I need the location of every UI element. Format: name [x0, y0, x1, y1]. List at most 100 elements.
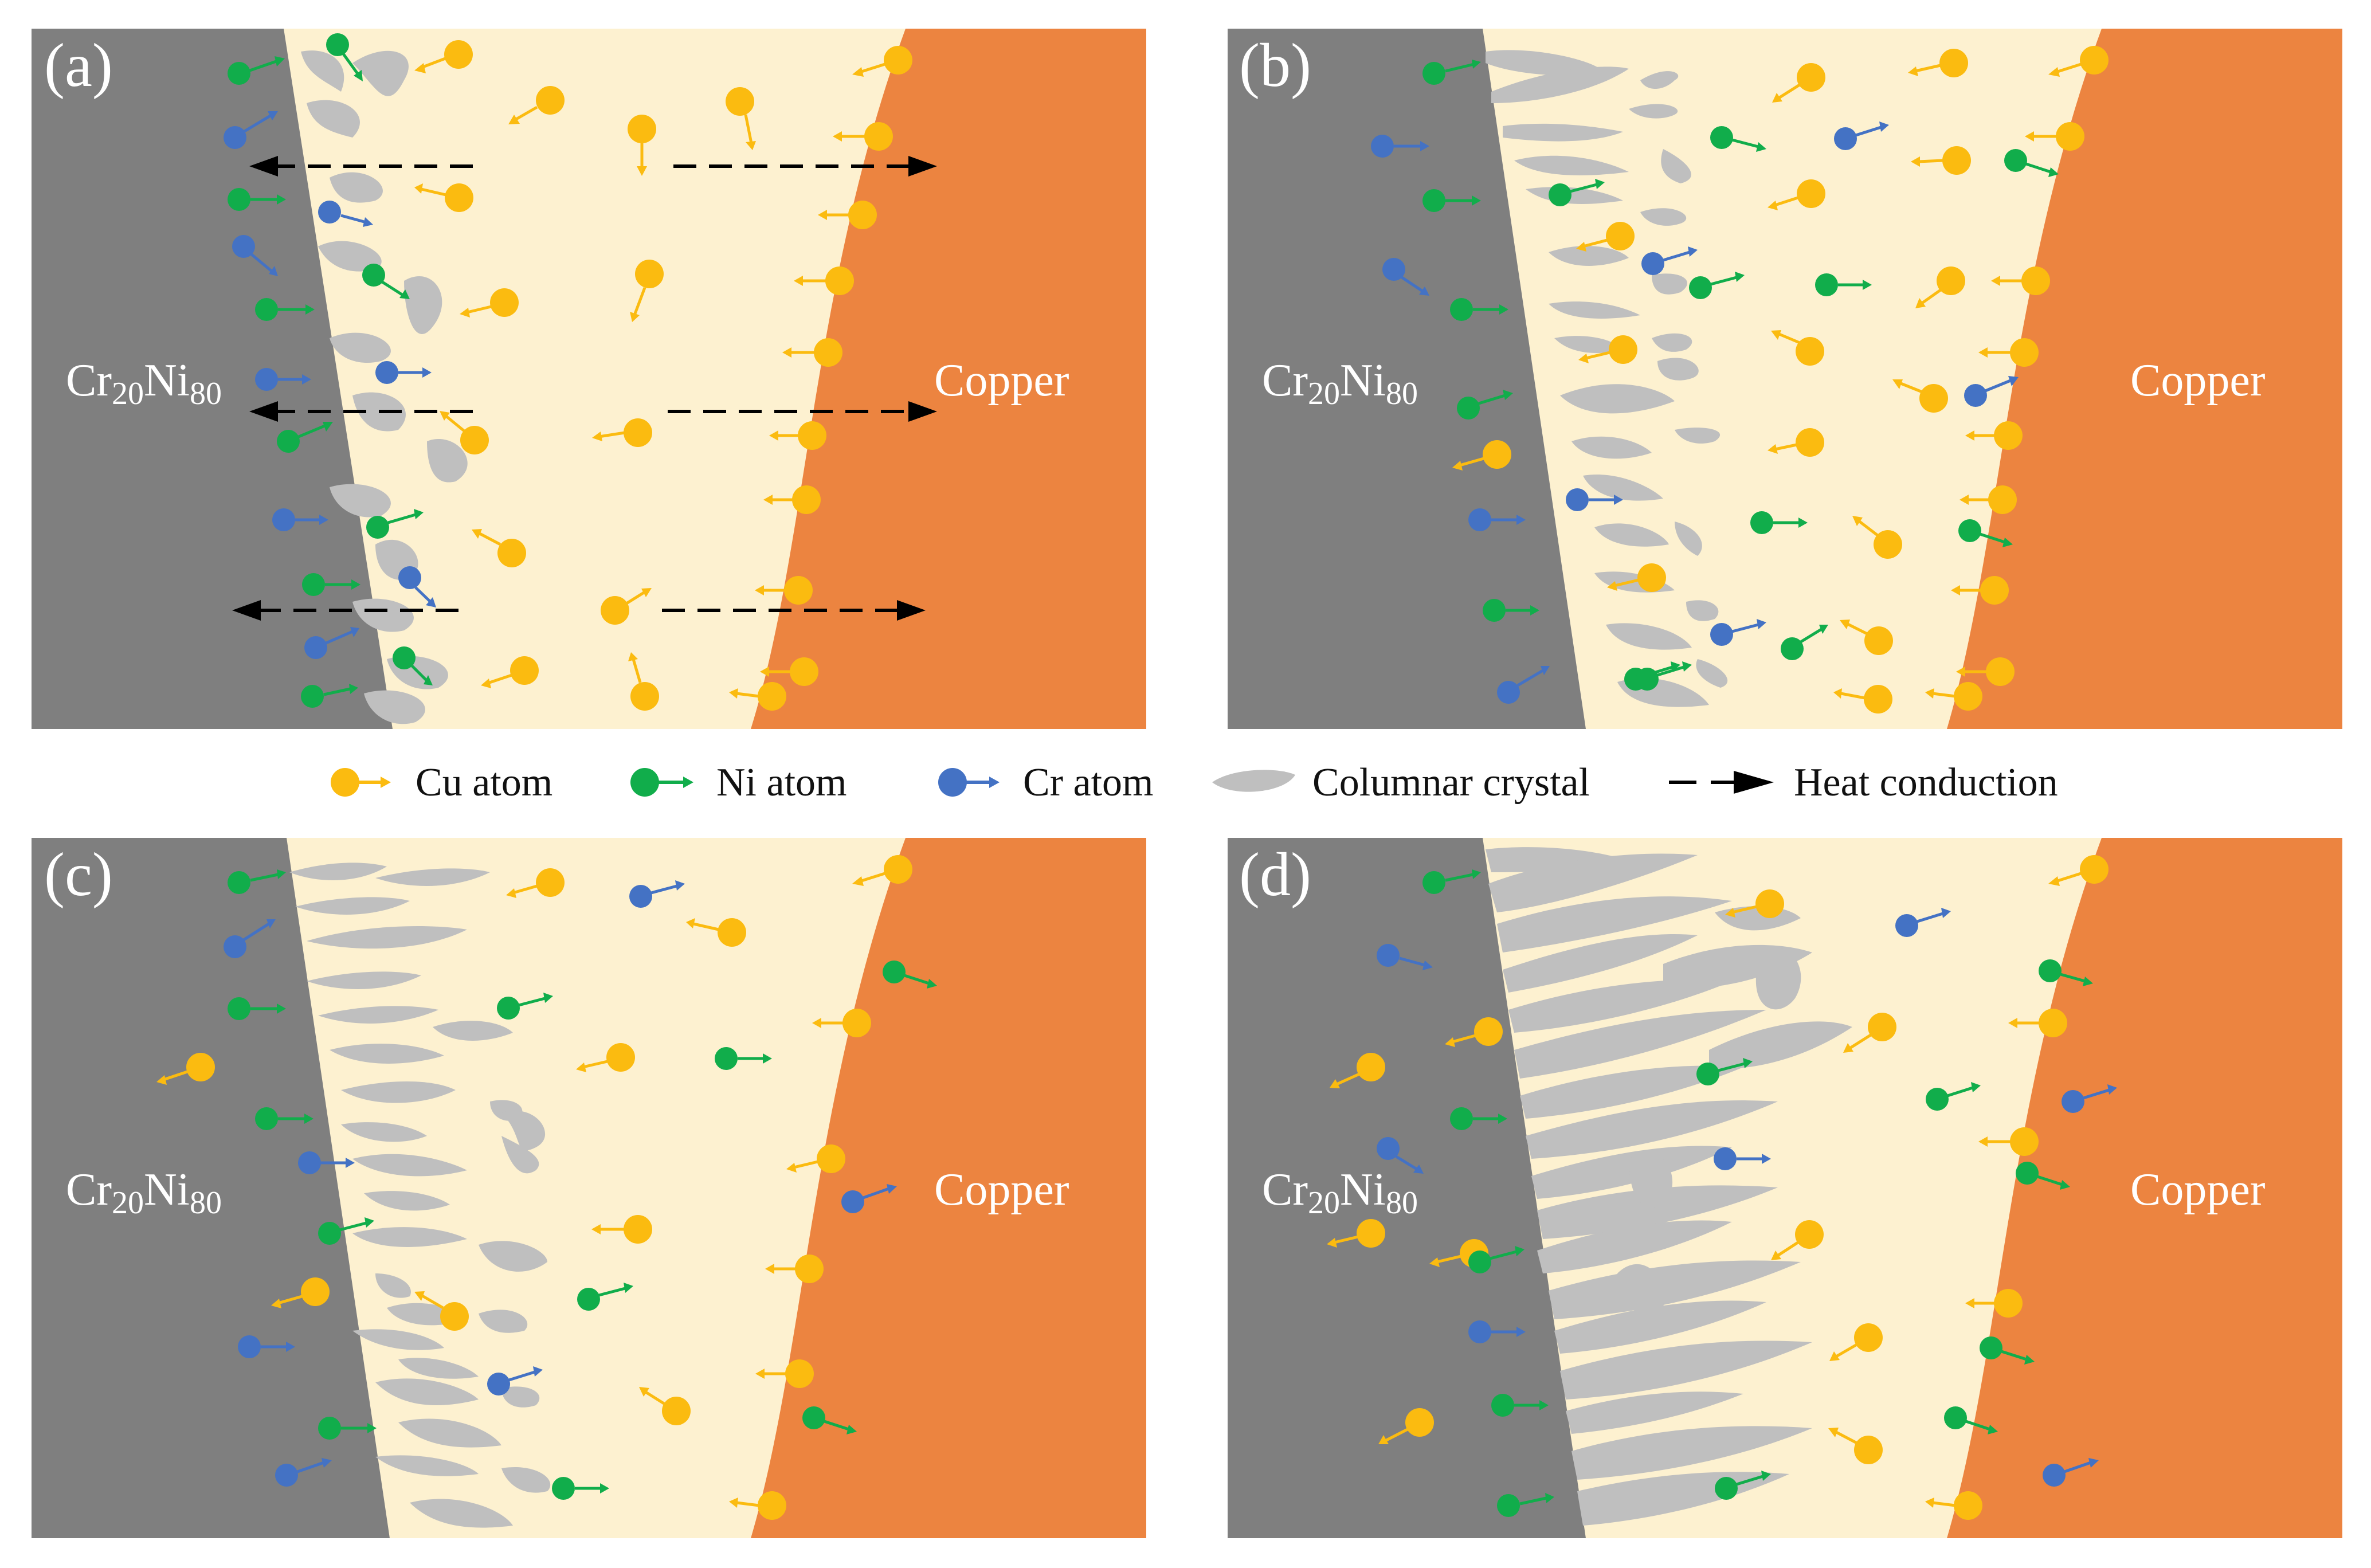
ni-atom-icon: [255, 1107, 313, 1130]
cu-atom-icon: [769, 421, 826, 450]
cu-atom-icon: [1725, 889, 1784, 918]
cr-atom-icon: [238, 1335, 295, 1358]
cu-atom-icon: [1959, 485, 2017, 514]
cr-atom-icon: [318, 201, 373, 227]
cr-atom-icon: [375, 361, 432, 384]
cu-atom-icon: [1951, 576, 2009, 605]
cu-atom-icon: [1829, 1323, 1883, 1361]
cu-atom-icon: [630, 260, 664, 322]
cu-atom-icon: [414, 183, 473, 212]
legend-cr: Cr atom: [938, 761, 1153, 805]
ni-atom-icon: [2039, 959, 2093, 986]
copper-label: Copper: [2130, 1165, 2266, 1215]
cu-atom-icon: [271, 1277, 330, 1308]
cr-atom-icon: [1834, 121, 1889, 150]
ni-atom-icon: [1491, 1394, 1549, 1417]
ni-atom-icon: [1422, 189, 1481, 212]
cr-atom-icon: [304, 627, 359, 659]
ni-atom-icon: [1483, 599, 1539, 622]
alloy-region: [1228, 838, 1586, 1538]
cu-atom-icon: [1840, 620, 1893, 655]
cu-atom-icon: [760, 657, 818, 686]
cu-atom-icon: [1852, 516, 1902, 559]
cr-atom-icon: [1964, 376, 2019, 407]
cu-atom-icon: [686, 918, 746, 947]
cr-atom-icon: [1566, 488, 1623, 511]
ni-atom-icon: [1497, 1493, 1554, 1517]
cr-atom-icon: [298, 1151, 355, 1174]
ni-atom-icon: [1450, 298, 1508, 321]
cu-atom-icon: [592, 418, 652, 447]
ni-atom-icon: [883, 961, 937, 989]
cu-atom-icon: [786, 1144, 845, 1173]
ni-atom-icon: [1457, 390, 1513, 420]
cu-atom-icon: [852, 855, 912, 886]
ni-atom-icon: [1549, 179, 1605, 206]
cr-atom-icon: [1382, 258, 1429, 296]
cu-atom-icon: [1956, 657, 2015, 686]
cu-atom-icon: [1576, 222, 1635, 252]
cr-atom-icon: [841, 1184, 897, 1213]
ni-atom-icon: [1715, 1471, 1771, 1500]
cr-atom-icon: [1468, 1320, 1526, 1343]
cu-atom-icon: [1330, 1053, 1385, 1088]
columnar-crystal-icon: [1212, 770, 1295, 792]
ni-atom-icon: [630, 768, 659, 797]
ni-atom-icon: [318, 1217, 374, 1245]
ni-atom-icon: [1926, 1082, 1981, 1111]
ni-atom-icon: [228, 188, 286, 211]
ni-atom-icon: [1422, 869, 1481, 894]
legend-cu: Cu atom: [331, 761, 552, 805]
cu-atom-icon: [2025, 122, 2084, 151]
cu-atom-icon: [2048, 855, 2109, 886]
cu-atom-icon: [156, 1053, 215, 1085]
ni-atom-icon: [552, 1477, 609, 1500]
cr-atom-icon: [1377, 1137, 1424, 1174]
cu-atom-icon: [1965, 1289, 2023, 1318]
ni-atom-icon: [1710, 126, 1766, 152]
cu-atom-icon: [755, 1359, 814, 1388]
cr-atom-icon: [1895, 908, 1951, 937]
cr-atom-icon: [272, 508, 328, 531]
ni-atom-icon: [1815, 273, 1872, 296]
copper-region: [751, 29, 1146, 729]
cu-atom-icon: [1843, 1013, 1896, 1053]
ni-atom-icon: [2004, 149, 2059, 177]
legend-ni: Ni atom: [630, 761, 846, 805]
cr-atom-icon: [255, 368, 311, 391]
cu-atom-icon: [591, 1215, 652, 1244]
ni-atom-icon: [1750, 511, 1808, 534]
cu-atom-icon: [729, 1491, 786, 1520]
cu-atom-icon: [639, 1387, 691, 1425]
cr-atom-icon: [2043, 1458, 2099, 1487]
cr-atom-icon: [1710, 619, 1766, 646]
ni-atom-icon: [1944, 1406, 1998, 1434]
legend-cr-label: Cr atom: [1023, 761, 1153, 805]
cu-atom-icon: [414, 40, 473, 73]
cr-atom-icon: [1371, 135, 1429, 158]
ni-atom-icon: [1450, 1107, 1507, 1130]
cu-atom-icon: [2048, 46, 2109, 77]
cu-atom-icon: [576, 1043, 635, 1072]
alloy-region: [32, 838, 390, 1538]
cr-atom-icon: [1714, 1147, 1771, 1170]
ni-atom-icon: [393, 646, 433, 685]
cu-atom-icon: [765, 1255, 824, 1283]
cu-atom-icon: [1378, 1408, 1434, 1444]
cu-atom-icon: [508, 86, 565, 124]
cu-atom-icon: [1828, 1428, 1883, 1464]
copper-label: Copper: [934, 1165, 1069, 1215]
panel-c: (c) Cr20Ni80 Copper: [32, 838, 1146, 1538]
legend-heat-label: Heat conduction: [1794, 761, 2058, 805]
ni-atom-icon: [715, 1047, 772, 1070]
cu-atom-icon: [833, 122, 893, 151]
atoms: [1327, 855, 2117, 1520]
cu-atom-icon: [628, 652, 659, 711]
cu-atom-icon: [1607, 563, 1666, 592]
cu-atom-icon: [1445, 1017, 1503, 1047]
cu-atom-icon: [472, 529, 526, 567]
cu-atom-icon: [1771, 1220, 1824, 1260]
cu-atom-icon: [755, 576, 813, 605]
heat-conduction-arrows: [232, 156, 937, 621]
cr-atom-icon: [629, 880, 685, 908]
